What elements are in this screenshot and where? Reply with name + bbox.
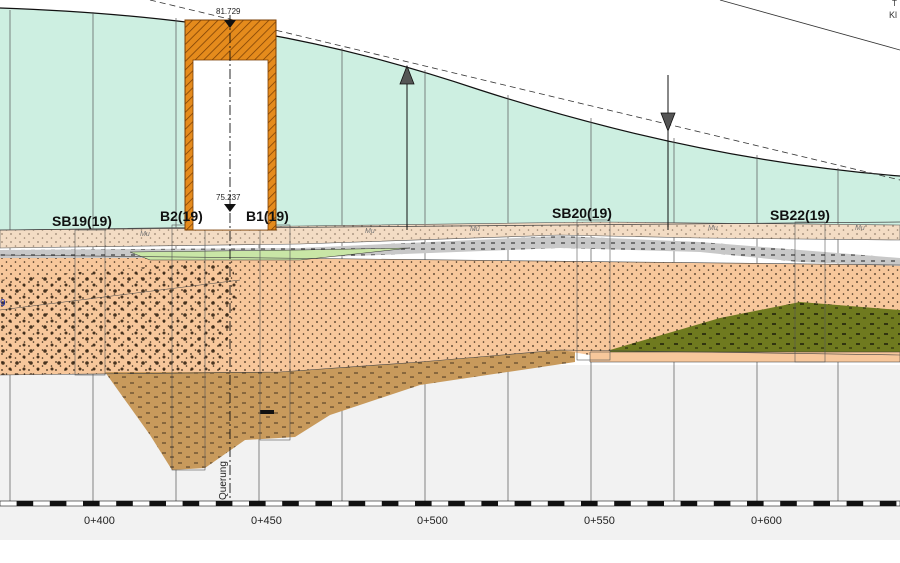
axis-scale-block [116,501,133,506]
axis-scale-block [481,501,498,506]
axis-scale-block [282,501,299,506]
axis-scale-block [879,501,897,506]
olive-thin-band [589,351,900,363]
tick-label: 0+400 [84,515,115,527]
axis-scale-block [647,501,664,506]
axis-scale-block [614,501,631,506]
axis-scale-block [780,501,797,506]
svg-text:Mu: Mu [708,225,718,232]
chainage-axis [0,500,900,507]
borehole-label-b2[interactable]: B2(19) [160,208,203,224]
elevation-marker-top-icon [224,20,236,28]
svg-text:Mu: Mu [855,225,865,232]
crossing-label: Querung [218,461,229,500]
coarse-gravel-zone [0,262,240,375]
borehole-label-sb22[interactable]: SB22(19) [770,207,830,223]
tick-label: 0+450 [251,515,282,527]
axis-scale-block [315,501,332,506]
upper-white-region [0,0,900,176]
chainage-ticks: 0+400 0+450 0+500 0+550 0+600 [84,515,782,527]
axis-scale-block [448,501,465,506]
axis-scale-block [747,501,764,506]
axis-scale-block [215,501,233,506]
section-arrow-up-icon [399,64,415,230]
tick-label: 0+550 [584,515,615,527]
shaft [184,15,277,500]
axis-scale-block [581,501,598,506]
elevation-marker-bottom-icon [224,204,236,212]
soil-symbols: Mu Mu Mu Mu Mu [140,225,865,238]
axis-scale-block [547,501,565,506]
terrain-curve [0,7,900,177]
axis-scale-block [249,501,266,506]
clay-inclusion [260,410,274,414]
corner-fragment-1: T [892,0,897,8]
axis-scale-block [813,501,830,506]
svg-text:Mu: Mu [140,231,150,238]
axis-scale-block [83,501,100,506]
section-arrow-down-icon [660,75,676,230]
axis-scale-block [713,501,731,506]
svg-text:Mu: Mu [365,228,375,235]
clay-layer-pattern [105,350,575,470]
axis-scale-block [348,501,366,506]
left-edge-fragment: 9 [0,298,6,309]
tick-label: 0+500 [417,515,448,527]
axis-scale-block [16,501,34,506]
axis-scale-block [381,501,399,506]
axis-scale-block [149,501,166,506]
diagonal-line [719,0,900,51]
elevation-top-label: 81.729 [216,7,241,16]
olive-layer-pattern [610,302,900,355]
axis-scale-block [182,501,200,506]
axis-scale-block [846,501,864,506]
borehole-label-b1[interactable]: B1(19) [246,208,289,224]
axis-scale-block [49,501,67,506]
tick-label: 0+600 [751,515,782,527]
axis-scale-block [680,501,698,506]
dashed-guide-line [149,0,900,181]
axis-scale-block [415,501,432,506]
elevation-bottom-label: 75.237 [216,193,241,202]
layer-boundaries [0,254,900,376]
axis-scale-block [514,501,532,506]
borehole-label-sb19[interactable]: SB19(19) [52,213,112,229]
ground-line [0,221,900,231]
corner-fragment-2: Kl [889,10,897,20]
gray-band-dots [0,236,900,266]
svg-text:Mu: Mu [470,226,480,233]
borehole-label-sb20[interactable]: SB20(19) [552,205,612,221]
